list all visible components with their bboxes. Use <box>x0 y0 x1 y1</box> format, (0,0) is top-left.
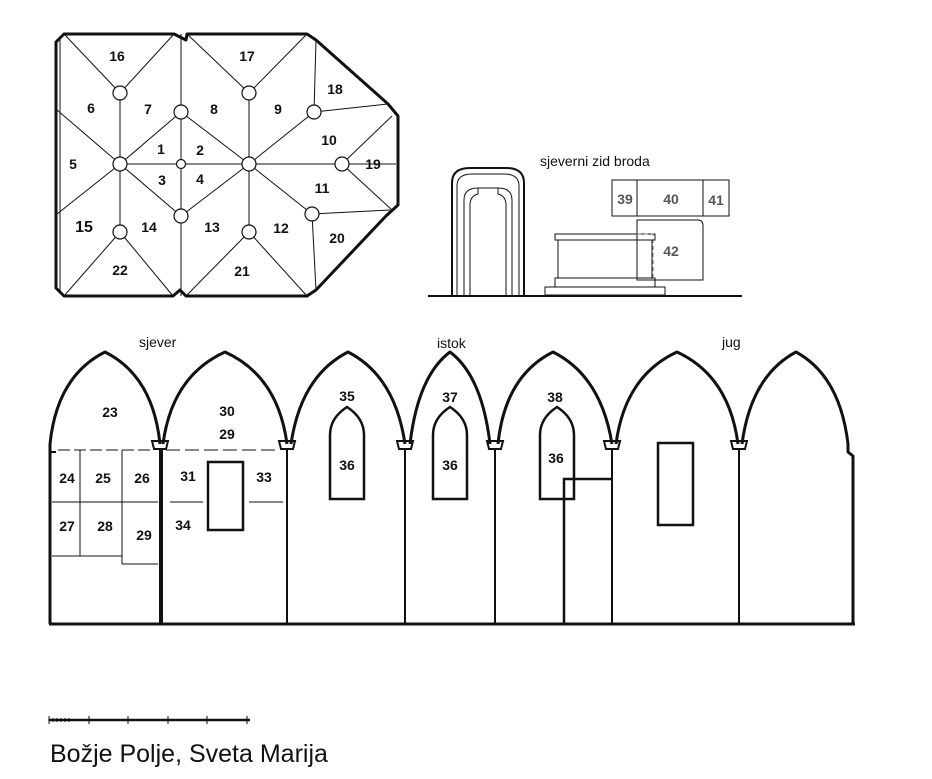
page-title: Božje Polje, Sveta Marija <box>50 740 328 768</box>
field-label-18: 18 <box>327 81 343 97</box>
field-label-26: 26 <box>134 470 150 486</box>
window-bay-2 <box>206 460 245 532</box>
pilaster-capitals <box>49 440 749 453</box>
field-label-38: 38 <box>547 389 563 405</box>
field-label-20: 20 <box>329 230 345 246</box>
elevation-field-numbers: 23 24 25 26 27 28 29 30 29 31 33 34 35 3… <box>59 388 564 543</box>
field-label-11: 11 <box>315 180 330 196</box>
field-label-23: 23 <box>102 404 118 420</box>
field-label-34: 34 <box>175 517 191 533</box>
north-label: sjever <box>139 334 177 350</box>
field-label-2: 2 <box>196 142 204 158</box>
field-label-37: 37 <box>442 389 458 405</box>
pilasters <box>159 449 740 624</box>
field-label-12: 12 <box>273 220 289 236</box>
vault-plan: 1 2 3 4 5 6 7 8 9 10 11 12 13 14 15 16 1… <box>54 32 400 298</box>
sanctuary-elevation: sjever istok jug <box>48 334 855 626</box>
field-label-21: 21 <box>234 263 250 279</box>
field-label-6: 6 <box>87 100 95 116</box>
field-label-39: 39 <box>617 191 633 207</box>
north-nave-wall: sjeverni zid broda 39 40 41 42 <box>428 153 742 297</box>
field-label-27: 27 <box>59 518 75 534</box>
lancet-window-1 <box>328 405 366 501</box>
field-label-29: 29 <box>136 527 152 543</box>
field-label-19: 19 <box>365 156 381 172</box>
bay-2-fields <box>166 449 283 532</box>
field-label-25: 25 <box>95 470 111 486</box>
field-label-42: 42 <box>663 243 679 259</box>
field-label-8: 8 <box>210 101 218 117</box>
north-wall-label: sjeverni zid broda <box>540 153 650 169</box>
east-label: istok <box>437 335 467 351</box>
field-label-28: 28 <box>97 518 113 534</box>
elevation-arches <box>48 350 855 624</box>
field-label-29b: 29 <box>219 426 235 442</box>
field-label-4: 4 <box>196 171 204 187</box>
field-label-9: 9 <box>274 101 282 117</box>
window-bay-6 <box>656 441 695 527</box>
field-label-10: 10 <box>321 132 337 148</box>
field-label-13: 13 <box>204 219 220 235</box>
field-label-1: 1 <box>157 141 165 157</box>
fresco-fields-39-41 <box>611 179 730 217</box>
field-label-15: 15 <box>75 219 93 236</box>
field-label-30: 30 <box>219 403 235 419</box>
field-label-3: 3 <box>158 172 166 188</box>
field-label-36a: 36 <box>339 457 355 473</box>
field-label-36b: 36 <box>442 457 458 473</box>
field-label-36c: 36 <box>548 450 564 466</box>
fresco-field-42 <box>636 219 704 281</box>
field-label-17: 17 <box>239 48 255 64</box>
scale-bar <box>48 716 250 724</box>
field-label-16: 16 <box>109 48 125 64</box>
lancet-window-2 <box>431 405 469 501</box>
field-label-33: 33 <box>256 469 272 485</box>
nave-altar <box>544 233 666 296</box>
field-label-35: 35 <box>339 388 355 404</box>
plan-field-numbers: 1 2 3 4 5 6 7 8 9 10 11 12 13 14 15 16 1… <box>69 48 381 279</box>
south-label: jug <box>721 334 741 350</box>
field-label-5: 5 <box>69 156 77 172</box>
bay-1-fields <box>52 449 158 565</box>
field-label-24: 24 <box>59 470 75 486</box>
field-label-22: 22 <box>112 262 128 278</box>
lancet-window-3 <box>538 405 576 501</box>
plan-ribs <box>56 33 396 297</box>
field-label-14: 14 <box>141 219 157 235</box>
field-label-31: 31 <box>180 468 196 484</box>
field-label-7: 7 <box>144 101 152 117</box>
field-label-40: 40 <box>663 191 679 207</box>
field-label-41: 41 <box>708 192 724 208</box>
nave-portal <box>451 167 525 296</box>
plan-boss-nodes <box>112 85 350 240</box>
door-opening <box>562 477 612 624</box>
